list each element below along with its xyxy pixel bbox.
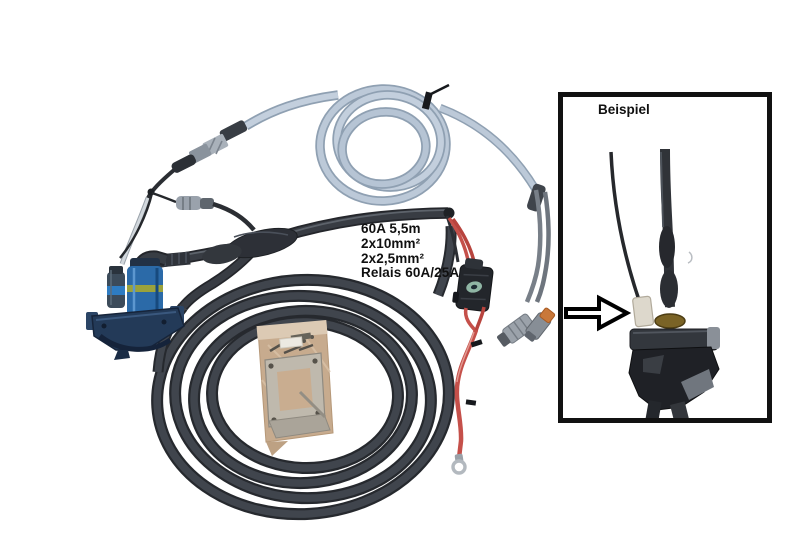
gray-cable-coil [243,83,540,206]
spec-line-wire-gauge-1: 2x10mm² [361,235,421,251]
spec-line-relay: Relais 60A/25A [361,265,460,281]
example-inset-box: Beispiel [558,92,772,423]
example-connector-illustration [564,148,720,418]
mounting-kit-bag [256,319,334,456]
main-harness [157,207,455,311]
dt-connector-orange-tip [524,307,556,342]
white-clip-connector [632,295,655,328]
kit-label [279,336,304,349]
ring-terminal [451,453,467,475]
relay-and-power-cable [445,215,494,475]
small-port-cylinder [107,266,125,308]
cable-tie [421,83,450,110]
round-aux-connector [151,191,256,232]
mounting-bracket [264,352,331,439]
coupler-head [86,306,185,360]
relay-box [452,258,494,312]
example-connector-body [628,313,720,418]
example-cables [609,148,693,308]
dt-connector-leads [497,183,556,347]
large-port-cylinder [127,258,163,318]
spec-line-current-length: 60A 5,5m [361,221,421,236]
inset-title: Beispiel [598,102,650,117]
inline-connector [119,120,248,265]
blue-multicoupler [86,250,185,360]
arrow-right-icon [564,294,632,332]
spec-line-wire-gauge-2: 2x2,5mm² [361,250,425,266]
spec-annotation: 60A 5,5m 2x10mm² 2x2,5mm² Relais 60A/25A [361,221,460,281]
